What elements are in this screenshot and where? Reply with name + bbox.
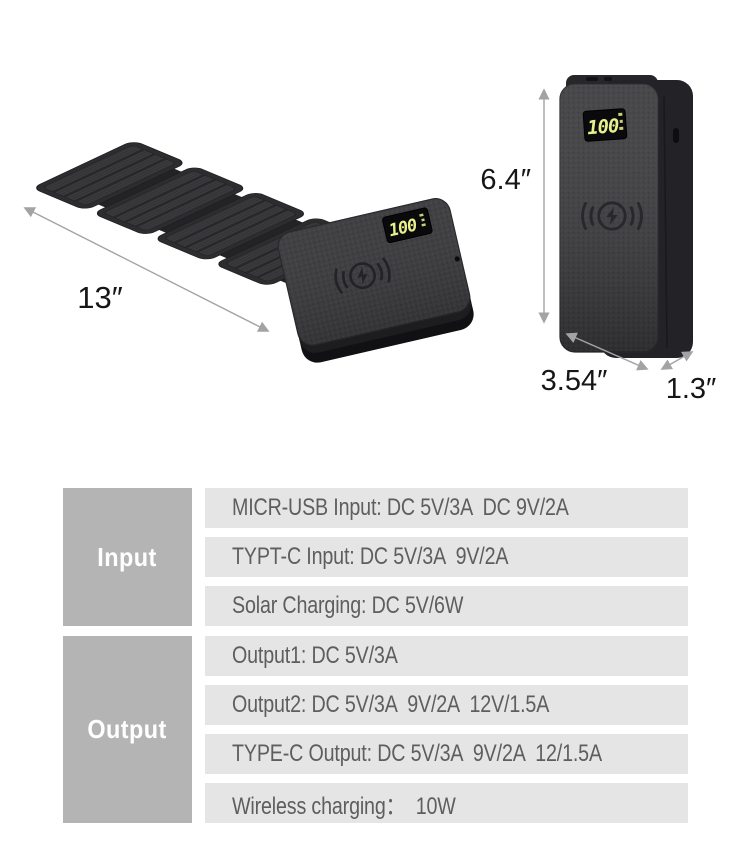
- powerbank-standing: 100 6.4″ 3.54″ 1.3″: [480, 75, 716, 405]
- spec-row: Output2: DC 5V/3A 9V/2A 12V/1.5A: [205, 685, 688, 725]
- dimension-width-label: 3.54″: [541, 365, 608, 397]
- powerbank-lying: 100: [277, 198, 474, 363]
- dimension-width: 3.54″: [541, 332, 649, 397]
- spec-row-text: TYPT-C Input: DC 5V/3A 9V/2A: [232, 543, 509, 570]
- dimension-height: 6.4″: [480, 88, 550, 324]
- spec-row: Wireless charging： 10W: [205, 783, 688, 823]
- battery-display: 100: [582, 108, 628, 142]
- spec-row-text: Output1: DC 5V/3A: [232, 642, 398, 669]
- spec-group-input: Input MICR-USB Input: DC 5V/3A DC 9V/2A …: [63, 488, 688, 626]
- spec-row: TYPT-C Input: DC 5V/3A 9V/2A: [205, 537, 688, 577]
- dimension-length-label: 13″: [77, 280, 122, 315]
- solar-panel-1: [36, 142, 183, 209]
- spec-row-text: MICR-USB Input: DC 5V/3A DC 9V/2A: [232, 494, 569, 521]
- spec-row-text: Solar Charging: DC 5V/6W: [232, 592, 464, 619]
- spec-row-text: Output2: DC 5V/3A 9V/2A 12V/1.5A: [232, 691, 550, 718]
- spec-header-input: Input: [63, 488, 192, 626]
- spec-row: Solar Charging: DC 5V/6W: [205, 586, 688, 626]
- spec-rows-output: Output1: DC 5V/3A Output2: DC 5V/3A 9V/2…: [205, 636, 688, 823]
- port-hole: [454, 256, 460, 262]
- spec-row: MICR-USB Input: DC 5V/3A DC 9V/2A: [205, 488, 688, 528]
- spec-row: TYPE-C Output: DC 5V/3A 9V/2A 12/1.5A: [205, 734, 688, 774]
- dimension-depth-label: 1.3″: [666, 373, 717, 405]
- spec-header-label: Input: [97, 541, 158, 572]
- spec-row: Output1: DC 5V/3A: [205, 636, 688, 676]
- spec-row-text: Wireless charging： 10W: [232, 792, 456, 820]
- spec-header-output: Output: [63, 636, 192, 823]
- spec-table: Input MICR-USB Input: DC 5V/3A DC 9V/2A …: [63, 488, 688, 823]
- spec-group-output: Output Output1: DC 5V/3A Output2: DC 5V/…: [63, 636, 688, 823]
- spec-header-label: Output: [87, 714, 168, 744]
- battery-display: 100: [382, 207, 433, 244]
- dimension-length: 13″: [23, 207, 270, 332]
- battery-level-value: 100: [586, 115, 619, 139]
- spec-row-text: TYPE-C Output: DC 5V/3A 9V/2A 12/1.5A: [232, 740, 602, 767]
- side-port: [673, 128, 679, 143]
- dimension-height-label: 6.4″: [480, 164, 531, 196]
- dimension-depth: 1.3″: [660, 351, 717, 405]
- solar-panel-array: 100 13″: [23, 142, 474, 363]
- spec-rows-input: MICR-USB Input: DC 5V/3A DC 9V/2A TYPT-C…: [205, 488, 688, 626]
- product-hero-image: 100 13″: [23, 75, 716, 405]
